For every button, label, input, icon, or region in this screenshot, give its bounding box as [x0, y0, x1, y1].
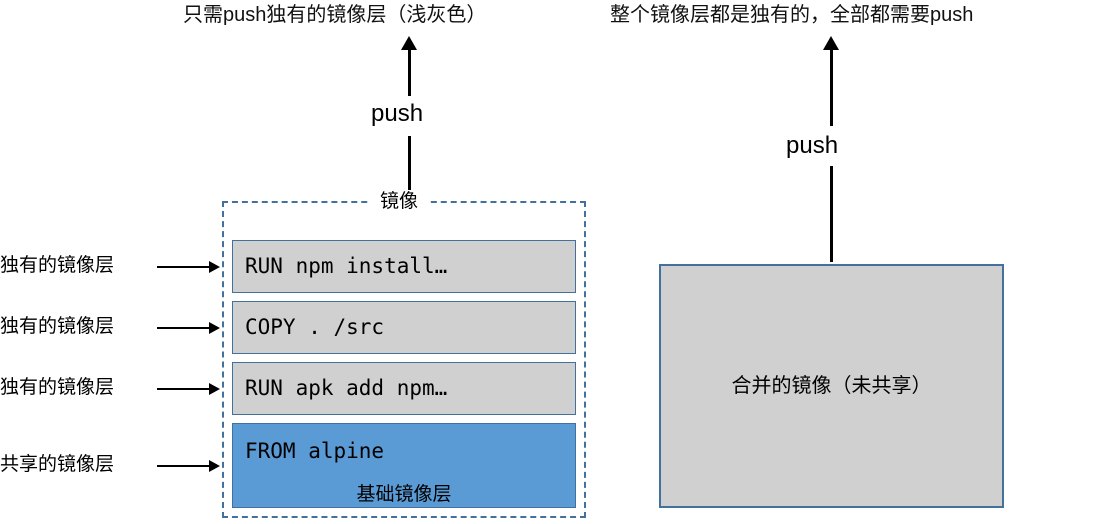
layer-command-text: FROM alpine [245, 439, 385, 463]
left-push-label: push [371, 100, 424, 127]
merged-image-label: 合并的镜像（未共享） [731, 375, 932, 397]
side-label-shared-layer: 共享的镜像层 [0, 454, 115, 475]
side-label-unique-layer: 独有的镜像层 [0, 377, 115, 398]
right-diagram-title: 整个镜像层都是独有的，全部都需要push [610, 4, 974, 26]
image-container-title: 镜像 [371, 190, 428, 214]
left-diagram-title: 只需push独有的镜像层（浅灰色） [183, 4, 487, 26]
layer-command-text: RUN npm install… [245, 254, 448, 278]
left-push-arrow-shaft-lower [408, 136, 411, 192]
right-push-arrow-shaft-lower [830, 166, 833, 262]
side-arrowhead-icon [209, 460, 220, 472]
side-arrow-shaft [157, 465, 209, 467]
image-layer-row[interactable]: COPY . /src [232, 301, 576, 354]
layer-subtitle-text: 基础镜像层 [356, 484, 452, 505]
image-layer-row-base[interactable]: FROM alpine 基础镜像层 [232, 423, 576, 508]
left-push-arrow-shaft-upper [408, 48, 411, 96]
image-layer-row[interactable]: RUN apk add npm… [232, 362, 576, 415]
right-push-arrow-shaft-upper [830, 48, 833, 126]
side-arrow-shaft [157, 388, 209, 390]
side-label-unique-layer: 独有的镜像层 [0, 255, 115, 276]
side-arrowhead-icon [209, 383, 220, 395]
image-layer-row[interactable]: RUN npm install… [232, 240, 576, 293]
right-push-label: push [786, 132, 839, 159]
right-push-arrowhead-icon [823, 36, 839, 50]
layer-command-text: RUN apk add npm… [245, 376, 448, 400]
side-arrow-shaft [157, 266, 209, 268]
layer-command-text: COPY . /src [245, 315, 385, 339]
side-arrowhead-icon [209, 322, 220, 334]
side-arrow-shaft [157, 327, 209, 329]
left-push-arrowhead-icon [401, 36, 417, 50]
side-label-unique-layer: 独有的镜像层 [0, 316, 115, 337]
merged-image-box[interactable]: 合并的镜像（未共享） [659, 264, 1004, 508]
side-arrowhead-icon [209, 261, 220, 273]
